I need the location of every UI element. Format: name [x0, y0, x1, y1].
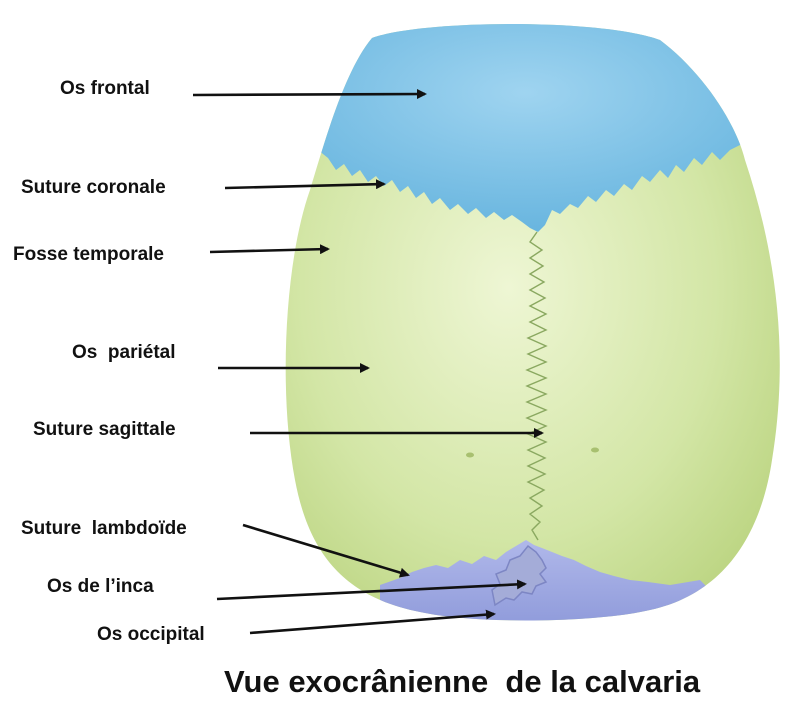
frontal-bone [300, 24, 780, 232]
arrow-lambdoid [242, 523, 410, 578]
arrow-inca [216, 579, 527, 601]
sagittal-suture [525, 231, 548, 541]
label-occipital-bone: Os occipital [97, 624, 205, 645]
label-sagittal-suture: Suture sagittale [33, 419, 176, 440]
skull-bones [285, 24, 780, 621]
arrow-temporal [209, 244, 330, 255]
label-frontal-bone: Os frontal [60, 78, 150, 99]
inca-bone [491, 544, 548, 607]
arrow-occipital [249, 609, 496, 635]
label-coronal-suture: Suture coronale [21, 177, 166, 198]
label-inca-bone: Os de l’inca [47, 576, 154, 597]
parietal-foramen-left [466, 452, 474, 458]
parietal-foramen-right [591, 447, 599, 453]
figure-caption: Vue exocrânienne de la calvaria [224, 664, 701, 699]
arrow-coronal [224, 179, 386, 190]
label-parietal-bone: Os pariétal [72, 342, 176, 363]
label-lambdoid-suture: Suture lambdoïde [21, 518, 187, 539]
label-temporal-fossa: Fosse temporale [13, 244, 164, 265]
arrow-frontal [192, 89, 427, 100]
